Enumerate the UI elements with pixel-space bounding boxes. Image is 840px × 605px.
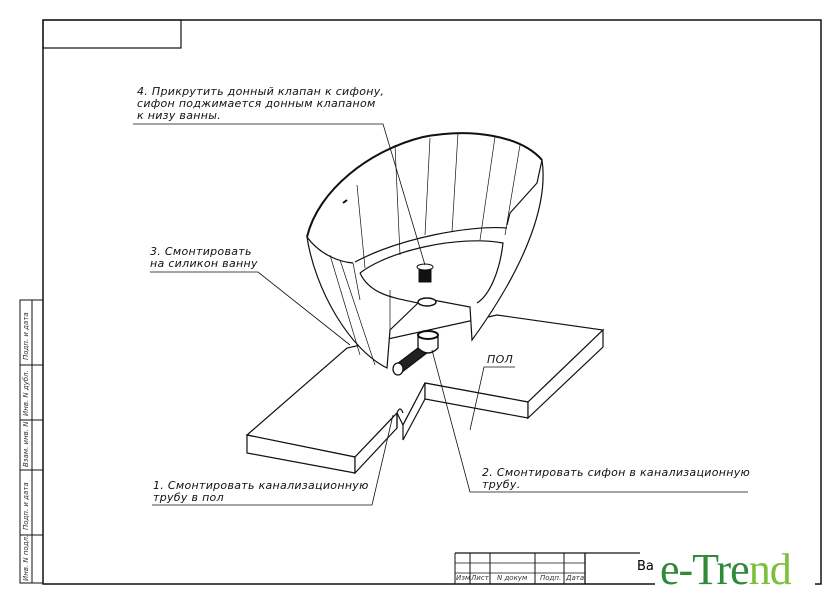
top-left-box [42,19,182,49]
leader-lines [133,123,748,506]
step-2-line-2: трубу. [482,478,521,491]
logo-light: nd [748,545,792,594]
drain-valve [416,263,437,307]
side-stamp-3: Взам. инв. N [22,421,30,467]
step-1-line-2: трубу в пол [153,491,224,504]
side-stamp [19,299,44,584]
step-3-line-1: 3. Смонтировать [150,245,252,258]
logo-backdrop [655,540,815,600]
floor-label: ПОЛ [487,353,514,366]
side-stamp-1: Подп. и дата [22,312,30,360]
col-list: Лист [471,574,489,582]
step-2-line-1: 2. Смонтировать сифон в канализационную [482,466,751,479]
bathtub [306,132,544,369]
title-partial: Ba [637,559,654,574]
step-3-label: 3. Смонтировать на силикон ванну [150,246,258,270]
side-stamp-5: Инв. N подл. [22,534,30,581]
step-4-line-1: 4. Прикрутить донный клапан к сифону, [137,85,385,98]
step-4-label: 4. Прикрутить донный клапан к сифону, си… [137,86,384,122]
side-stamp-4: Подп. и дата [22,482,30,530]
col-izm: Изм [456,574,471,582]
step-1-label: 1. Смонтировать канализационную трубу в … [153,480,369,504]
siphon [392,330,439,376]
step-1-line-1: 1. Смонтировать канализационную [153,479,369,492]
etrend-logo: e-Trend [660,545,792,594]
col-data: Дата [566,574,585,582]
step-4-line-2: сифон поджимается донным клапаном [137,97,376,110]
logo-dark: e-Tre [660,545,750,594]
step-3-line-2: на силикон ванну [150,257,258,270]
col-podp: Подп. [540,574,562,582]
col-n-dokum: N докум [497,574,528,582]
step-2-label: 2. Смонтировать сифон в канализационную … [482,467,750,491]
title-block [454,552,640,584]
side-stamp-2: Инв. N дубл. [22,370,30,416]
step-4-line-3: к низу ванны. [137,109,222,122]
